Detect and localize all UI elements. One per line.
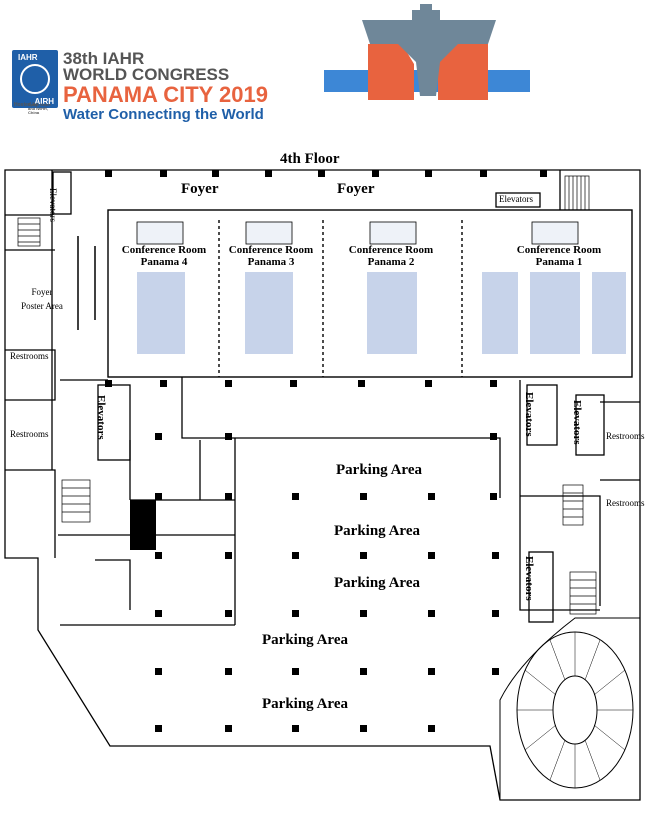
room-panama-3: Conference Room Panama 3 (220, 244, 322, 268)
elevators-lower-right: Elevators (523, 556, 535, 601)
foyer-poster-area: Foyer Poster Area (12, 285, 72, 314)
logo-hosted-by: Hosted by (14, 102, 39, 108)
restrooms-left-1: Restrooms (10, 351, 49, 361)
room-2-line1: Conference Room (348, 244, 434, 256)
badge-bottom-text: AIRH (34, 97, 54, 106)
foyer-poster-line2: Poster Area (21, 301, 63, 312)
foyer-poster-line1: Foyer (31, 287, 53, 297)
elevators-top-right: Elevators (499, 194, 533, 204)
elevator-boxes (52, 171, 605, 623)
parking-area-5: Parking Area (262, 696, 348, 712)
restrooms-right-2: Restrooms (606, 498, 645, 508)
poster-boards (77, 236, 96, 330)
parking-area-1: Parking Area (336, 462, 422, 478)
floor-title: 4th Floor (280, 151, 340, 167)
globe-icon (20, 64, 50, 94)
room-1-line2: Panama 1 (535, 255, 583, 268)
spiral-ramp (499, 617, 641, 801)
seating-blocks (137, 272, 626, 354)
logo-line1: 38th IAHR (63, 49, 145, 68)
logo-line3: PANAMA CITY 2019 (63, 82, 268, 107)
room-4-line1: Conference Room (121, 244, 207, 256)
logo-line2: WORLD CONGRESS (63, 65, 230, 84)
room-3-line2: Panama 3 (247, 255, 295, 268)
restrooms-left-2: Restrooms (10, 429, 49, 439)
room-1-line1: Conference Room (516, 244, 602, 256)
pillars (105, 170, 547, 732)
elevators-center-right: Elevators (523, 392, 535, 437)
parking-area-3: Parking Area (334, 575, 420, 591)
parking-area-2: Parking Area (334, 523, 420, 539)
badge-top-text: IAHR (18, 53, 38, 62)
room-2-line2: Panama 2 (367, 255, 415, 268)
foyer-label-left: Foyer (181, 181, 219, 197)
room-panama-2: Conference Room Panama 2 (340, 244, 442, 268)
iahr-badge-logo: IAHR AIRH (12, 50, 58, 108)
room-3-line1: Conference Room (228, 244, 314, 256)
logo-tagline: Water Connecting the World (63, 106, 264, 123)
logo-host-org: Spain Water and IWHR, China (28, 102, 51, 115)
canal-ship-logo (324, 4, 530, 100)
black-block (130, 500, 156, 550)
floor-plan (4, 169, 641, 801)
room-panama-1: Conference Room Panama 1 (508, 244, 610, 268)
elevators-center-left: Elevators (95, 395, 107, 440)
restrooms-right-1: Restrooms (606, 431, 645, 441)
room-panama-4: Conference Room Panama 4 (113, 244, 215, 268)
outer-walls (4, 169, 641, 801)
stairs (17, 175, 597, 615)
parking-area-4: Parking Area (262, 632, 348, 648)
room-4-line2: Panama 4 (140, 255, 188, 268)
conference-block (107, 209, 633, 378)
projector-icons (136, 221, 579, 245)
elevators-top-left: Elevators (48, 188, 58, 222)
foyer-label-right: Foyer (337, 181, 375, 197)
elevators-right: Elevators (571, 400, 583, 445)
